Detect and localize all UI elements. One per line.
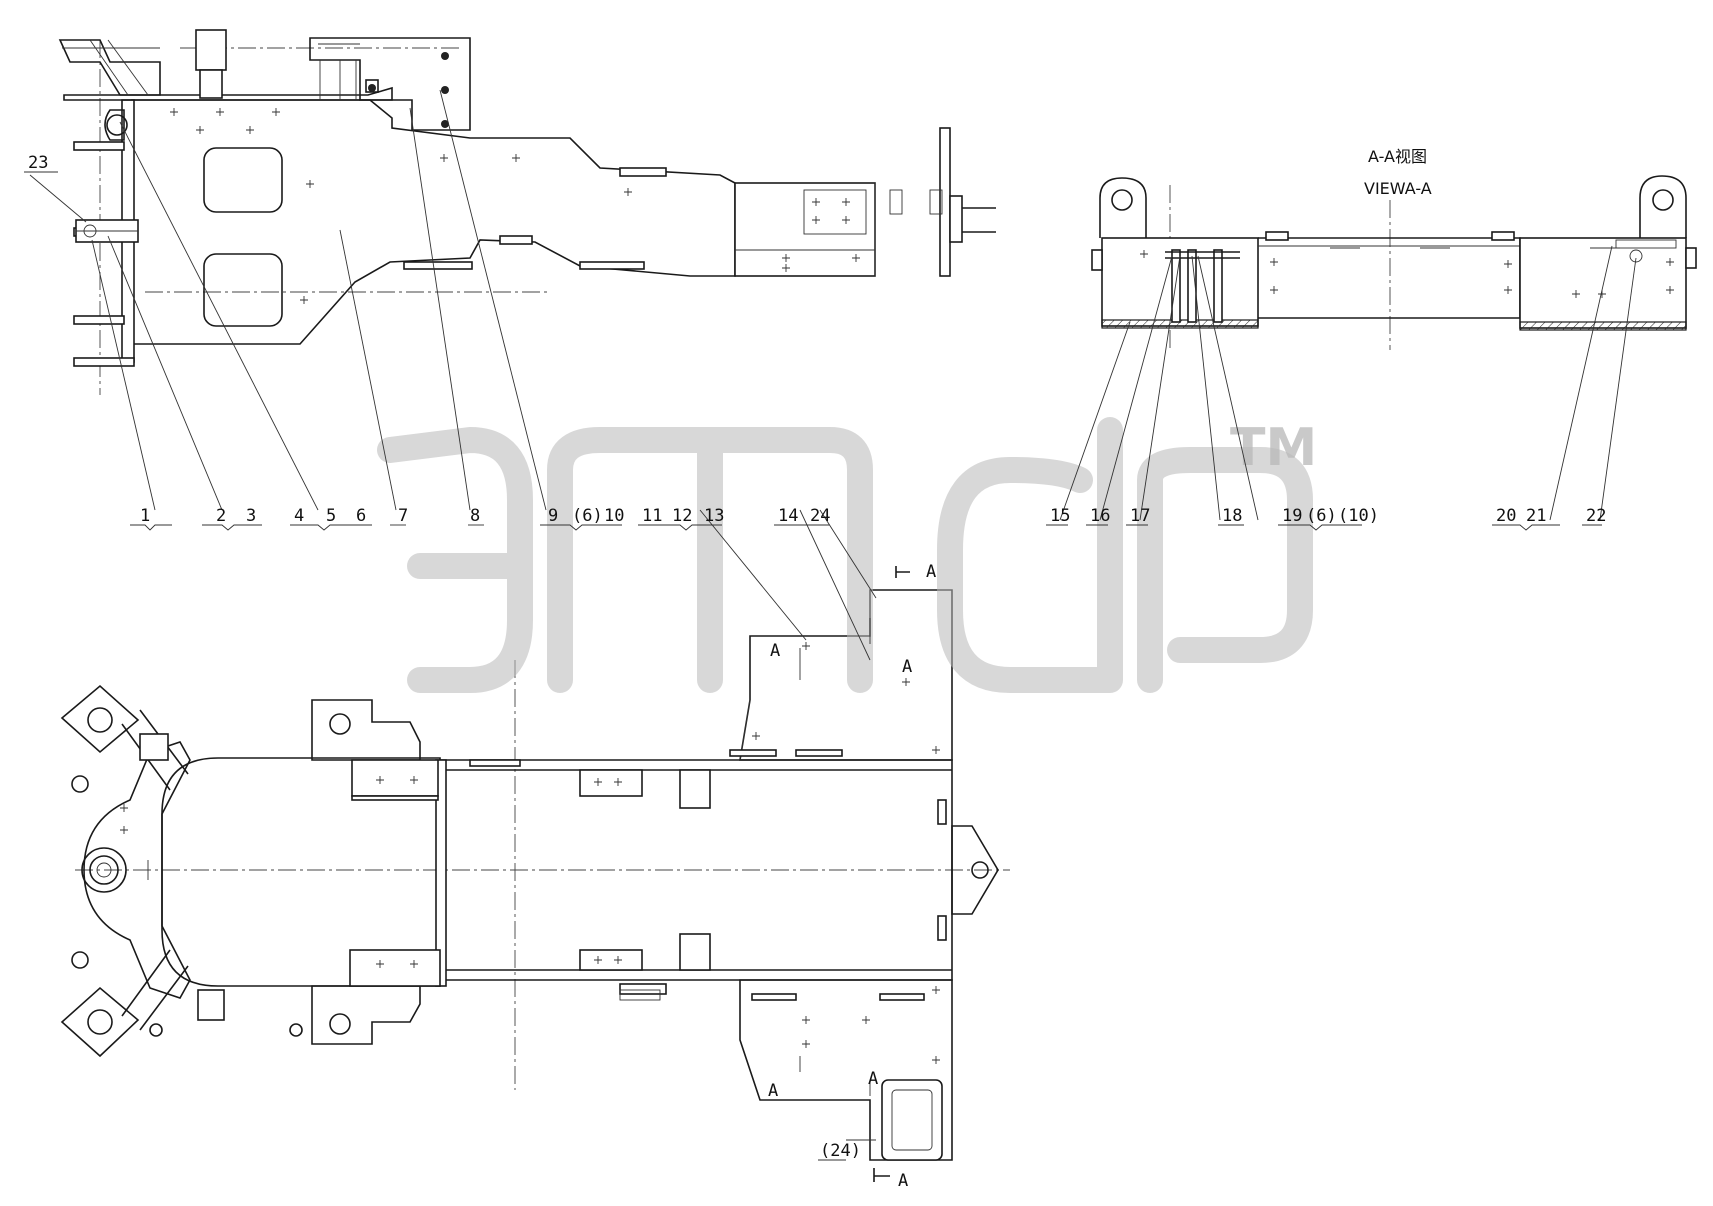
callout-11: 11 xyxy=(642,506,662,526)
section-marker-a-bottom-mid: A xyxy=(868,1069,878,1089)
section-marker-a-bottom-right: A xyxy=(898,1171,908,1191)
callout-20: 20 xyxy=(1496,506,1516,526)
callout-3: 3 xyxy=(246,506,256,526)
callout-8: 8 xyxy=(470,506,480,526)
section-view-aa xyxy=(1091,175,1697,350)
callout-5: 5 xyxy=(326,506,336,526)
callout-10-ref: (10) xyxy=(1338,506,1379,526)
callout-13: 13 xyxy=(704,506,724,526)
callout-15: 15 xyxy=(1050,506,1070,526)
callout-2: 2 xyxy=(216,506,226,526)
callout-1: 1 xyxy=(140,506,150,526)
callout-12: 12 xyxy=(672,506,692,526)
callout-24-ref: (24) xyxy=(820,1141,861,1161)
callout-22: 22 xyxy=(1586,506,1606,526)
section-title: A-A视图 VIEWA-A xyxy=(1364,147,1432,198)
callout-14: 14 xyxy=(778,506,798,526)
section-marker-a-top-left: A xyxy=(770,641,780,661)
section-cut-markers: A A A A A A xyxy=(768,562,936,1191)
section-marker-a-top-right: A xyxy=(926,562,936,582)
section-title-en: VIEWA-A xyxy=(1364,179,1432,198)
side-view xyxy=(58,29,996,395)
callout-6: 6 xyxy=(356,506,366,526)
callout-24: 24 xyxy=(810,506,830,526)
section-marker-a-top-mid: A xyxy=(902,657,912,677)
leader-lines xyxy=(24,89,1637,1182)
callout-6-ref-b: (6) xyxy=(1306,506,1337,526)
callout-19: 19 xyxy=(1282,506,1302,526)
callout-4: 4 xyxy=(294,506,304,526)
plan-view xyxy=(60,589,1010,1161)
callout-9: 9 xyxy=(548,506,558,526)
callout-21: 21 xyxy=(1526,506,1546,526)
callout-16: 16 xyxy=(1090,506,1110,526)
watermark-logo: TM xyxy=(377,417,1317,693)
section-marker-a-bottom-left: A xyxy=(768,1081,778,1101)
trademark-mark: TM xyxy=(1230,418,1317,478)
callout-18: 18 xyxy=(1222,506,1242,526)
callout-17: 17 xyxy=(1130,506,1150,526)
section-title-cn: A-A视图 xyxy=(1368,147,1427,166)
callout-23: 23 xyxy=(28,153,48,173)
callout-6-ref: (6) xyxy=(572,506,603,526)
callout-10: 10 xyxy=(604,506,624,526)
callout-7: 7 xyxy=(398,506,408,526)
part-callouts: 1 2 3 4 5 6 7 8 9 (6) 10 11 12 13 14 24 … xyxy=(28,153,1606,1161)
